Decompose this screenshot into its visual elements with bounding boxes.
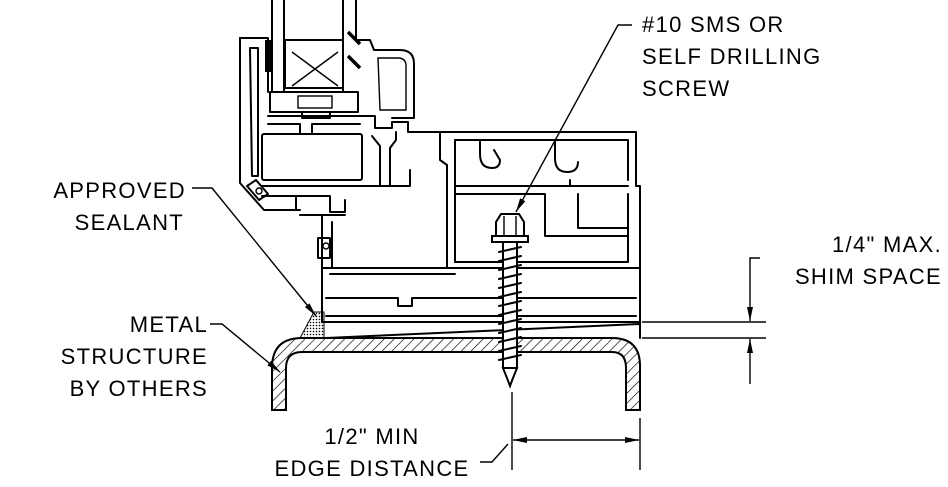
sash-chamber bbox=[261, 133, 363, 181]
metal-label-line-2: STRUCTURE bbox=[61, 344, 208, 369]
edge-leader bbox=[480, 443, 509, 463]
sill-base-webs bbox=[325, 261, 637, 317]
glazing-gasket-right bbox=[346, 30, 362, 70]
frame-lower-leg bbox=[299, 214, 346, 269]
window-sash bbox=[239, 37, 441, 213]
sash-hardware-pin bbox=[255, 187, 263, 195]
frame-inner-top bbox=[454, 139, 629, 181]
screw-drill-tip bbox=[501, 367, 519, 389]
screw-hex-head bbox=[495, 213, 525, 237]
frame-clip bbox=[317, 237, 331, 259]
sash-inner-wall bbox=[249, 47, 259, 177]
edge-distance-label: 1/2" MIN EDGE DISTANCE bbox=[275, 424, 470, 481]
shim-label-line-1: 1/4" MAX. bbox=[832, 232, 942, 257]
shim-extension-lines bbox=[642, 321, 766, 339]
sealant-leader-arrow bbox=[192, 187, 317, 317]
sash-bottom bbox=[261, 169, 411, 213]
screw-threads bbox=[498, 246, 522, 361]
metal-structure-label: METAL STRUCTURE BY OTHERS bbox=[61, 312, 208, 401]
sash-hardware bbox=[246, 179, 269, 201]
screw-label-line-3: SCREW bbox=[642, 76, 730, 101]
shim-space-dimension bbox=[642, 257, 766, 384]
glazing-bead-chamber bbox=[377, 57, 407, 111]
weatherstrip-holder-2 bbox=[554, 139, 579, 173]
approved-sealant-bead bbox=[299, 311, 325, 339]
frame-chamber-webs bbox=[454, 179, 629, 263]
shim-wedge bbox=[325, 321, 641, 339]
shim-space-label: 1/4" MAX. SHIM SPACE bbox=[795, 232, 942, 289]
metal-structure-channel bbox=[271, 337, 641, 411]
screw-head-facets bbox=[503, 216, 517, 236]
weatherstrip-holder-1 bbox=[479, 139, 501, 169]
metal-label-line-1: METAL bbox=[130, 312, 208, 337]
glazing-unit bbox=[265, 0, 362, 119]
glass-pane-inner bbox=[342, 0, 357, 93]
spacer-block bbox=[284, 39, 344, 89]
frame-left-wall bbox=[439, 131, 456, 269]
screw-leader-arrow bbox=[515, 24, 632, 213]
spacer-cross bbox=[291, 51, 339, 87]
edge-label-line-1: 1/2" MIN bbox=[324, 424, 419, 449]
frame-outer-wall bbox=[439, 131, 641, 269]
sealant-label-line-1: APPROVED bbox=[53, 178, 186, 203]
self-drilling-screw bbox=[491, 213, 529, 389]
screw-label-line-2: SELF DRILLING bbox=[642, 44, 822, 69]
screw-label-line-1: #10 SMS OR bbox=[642, 12, 785, 37]
sealant-label-line-2: SEALANT bbox=[75, 210, 184, 235]
edge-label-line-2: EDGE DISTANCE bbox=[275, 456, 470, 481]
shim-label-line-2: SHIM SPACE bbox=[795, 264, 942, 289]
sash-interlock bbox=[364, 115, 441, 187]
sill-base bbox=[321, 267, 641, 323]
metal-leader-arrow bbox=[210, 323, 281, 373]
setting-block bbox=[269, 91, 359, 113]
frame-clip-pin bbox=[322, 242, 330, 250]
sash-glazing-leg bbox=[239, 37, 269, 93]
sealant-label: APPROVED SEALANT bbox=[53, 178, 186, 235]
glass-pane-outer bbox=[271, 0, 285, 93]
setting-block-core bbox=[297, 95, 333, 109]
glazing-bead bbox=[355, 39, 415, 119]
edge-distance-dimension bbox=[480, 392, 641, 470]
sash-outer-wall bbox=[239, 37, 301, 211]
metal-label-line-3: BY OTHERS bbox=[70, 376, 208, 401]
screw-label: #10 SMS OR SELF DRILLING SCREW bbox=[642, 12, 822, 101]
shim-arrow-down bbox=[747, 257, 760, 321]
window-frame-sill bbox=[299, 131, 641, 323]
edge-extension-lines bbox=[511, 392, 641, 470]
